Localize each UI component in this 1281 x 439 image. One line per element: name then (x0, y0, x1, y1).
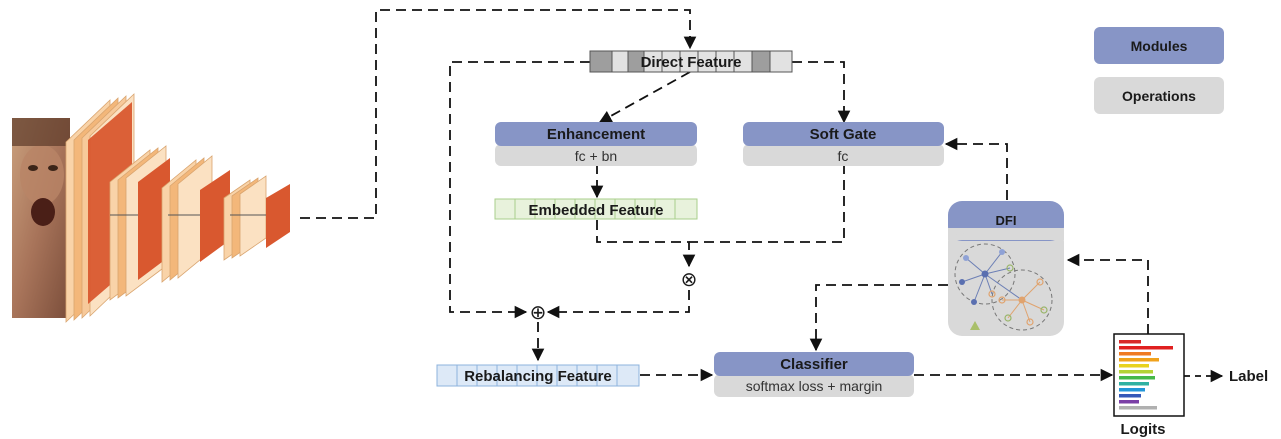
output-label: Label (1229, 368, 1268, 385)
embedded-feature-bar: Embedded Feature (494, 198, 698, 220)
arrow-direct-to-enhancement (598, 71, 691, 123)
multiply-operator: ⊗ (681, 269, 698, 291)
conv-block-4 (223, 175, 290, 261)
arrow-dfi-to-softgate (944, 137, 1008, 200)
logits-bars (1119, 340, 1173, 410)
cnn-backbone (12, 93, 290, 323)
arrow-direct-to-softgate (792, 61, 851, 124)
legend-modules-label: Modules (1131, 38, 1188, 54)
classifier-module: Classifier softmax loss + margin (714, 352, 914, 397)
enhancement-title: Enhancement (547, 126, 645, 143)
arrow-direct-to-add (449, 61, 590, 319)
classifier-title: Classifier (780, 356, 848, 373)
line-softgate-to-multiply (689, 164, 845, 243)
logits-label: Logits (1121, 421, 1166, 438)
soft-gate-title: Soft Gate (810, 126, 877, 143)
add-operator: ⊕ (530, 302, 547, 324)
dfi-graph-icon (954, 243, 1053, 331)
rebalancing-feature-label: Rebalancing Feature (464, 368, 612, 385)
direct-feature-label: Direct Feature (641, 54, 742, 71)
classifier-operation: softmax loss + margin (746, 378, 883, 394)
arrow-logits-to-dfi (1066, 253, 1149, 334)
logits-panel: Logits (1113, 333, 1185, 438)
arrow-multiply-to-add (546, 290, 690, 319)
face-image (12, 118, 70, 318)
dfi-module: DFI (948, 201, 1064, 336)
connectors (300, 9, 1149, 382)
legend-modules-swatch (1094, 27, 1224, 64)
enhancement-module: Enhancement fc + bn (495, 122, 697, 166)
rebalancing-feature-bar: Rebalancing Feature (436, 364, 640, 387)
arrow-backbone-to-direct (300, 9, 697, 219)
conv-block-3 (161, 155, 230, 283)
arrow-dfi-to-classifier (809, 284, 948, 352)
soft-gate-operation: fc (838, 148, 849, 164)
dfi-title: DFI (996, 213, 1017, 228)
legend-operations-swatch (1094, 77, 1224, 114)
arrow-to-multiply (596, 220, 696, 268)
legend: Modules Operations (1094, 27, 1224, 114)
enhancement-operation: fc + bn (575, 148, 617, 164)
direct-feature-bar: Direct Feature (589, 50, 793, 73)
legend-operations-label: Operations (1122, 88, 1196, 104)
embedded-feature-label: Embedded Feature (528, 202, 663, 219)
soft-gate-module: Soft Gate fc (743, 122, 944, 166)
